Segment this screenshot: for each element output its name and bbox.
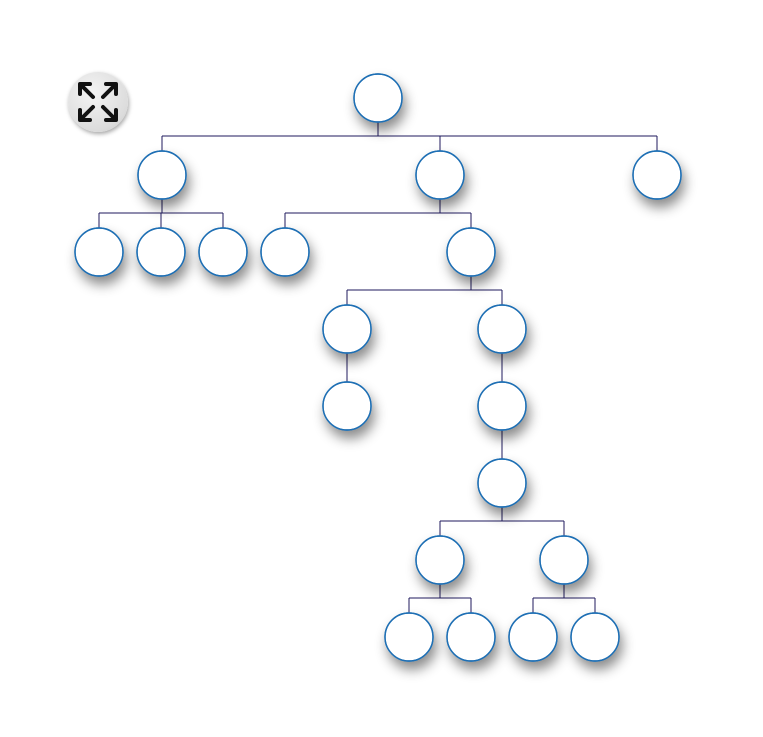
tree-node-n2b1[interactable] [322, 304, 372, 354]
tree-node-n2b1a[interactable] [322, 381, 372, 431]
tree-link [346, 276, 503, 305]
tree-node-n3[interactable] [632, 150, 682, 200]
tree-node-n2b[interactable] [446, 227, 496, 277]
tree-node-n2a[interactable] [260, 227, 310, 277]
tree-node-n2b2a1[interactable] [477, 458, 527, 508]
tree-node-root[interactable] [353, 73, 403, 123]
expand-arrows-icon [78, 82, 118, 122]
tree-node-n2[interactable] [415, 150, 465, 200]
tree-node-n1b[interactable] [136, 227, 186, 277]
tree-link [98, 199, 224, 228]
tree-node-n2b2a1b1[interactable] [508, 612, 558, 662]
tree-link [408, 584, 472, 613]
tree-link [161, 122, 658, 151]
fullscreen-button[interactable] [68, 72, 128, 132]
tree-node-n1c[interactable] [198, 227, 248, 277]
tree-node-n1[interactable] [137, 150, 187, 200]
tree-node-n2b2a[interactable] [477, 381, 527, 431]
tree-node-n1a[interactable] [74, 227, 124, 277]
tree-node-n2b2a1a[interactable] [415, 535, 465, 585]
tree-link [284, 199, 472, 228]
tree-links [98, 122, 658, 613]
tree-node-n2b2[interactable] [477, 304, 527, 354]
tree-node-n2b2a1a2[interactable] [446, 612, 496, 662]
tree-link [532, 584, 596, 613]
tree-nodes [74, 73, 682, 662]
tree-link [439, 507, 565, 536]
tree-node-n2b2a1a1[interactable] [384, 612, 434, 662]
tree-node-n2b2a1b2[interactable] [570, 612, 620, 662]
tree-node-n2b2a1b[interactable] [539, 535, 589, 585]
